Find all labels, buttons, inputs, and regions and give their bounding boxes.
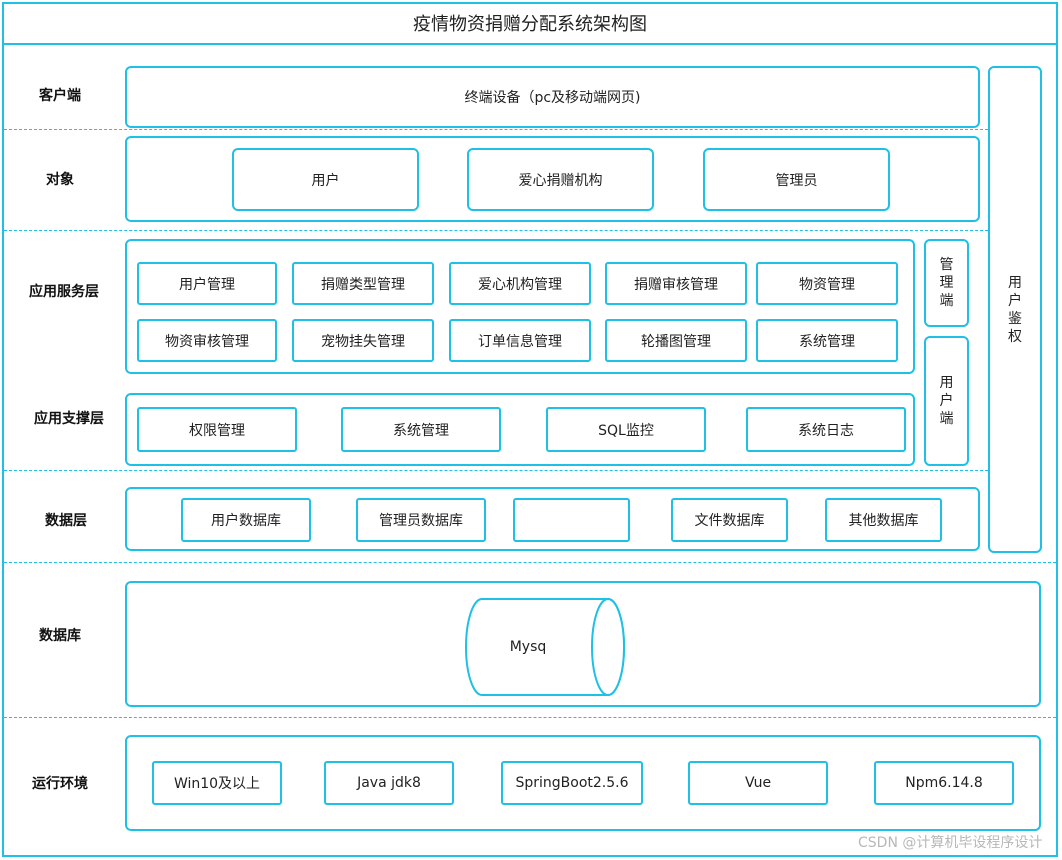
user-end-char: 端	[939, 411, 954, 427]
terminal-device-label: 终端设备（pc及移动端网页)	[464, 90, 641, 106]
row-label-runtime: 运行环境	[32, 776, 88, 792]
service-supplies-review-mgmt: 物资审核管理	[137, 319, 277, 362]
separator	[4, 230, 988, 231]
auth-char: 鉴	[1008, 310, 1022, 327]
runtime-vue: Vue	[688, 761, 828, 805]
diagram-title: 疫情物资捐赠分配系统架构图	[2, 2, 1058, 45]
runtime-windows: Win10及以上	[152, 761, 282, 805]
support-permission-mgmt: 权限管理	[137, 407, 297, 452]
mysql-cylinder-icon	[465, 598, 625, 696]
admin-end-char: 端	[939, 293, 954, 309]
runtime-java: Java jdk8	[324, 761, 454, 805]
auth-char: 权	[1008, 328, 1022, 345]
runtime-springboot: SpringBoot2.5.6	[501, 761, 643, 805]
user-auth-box: 用 户 鉴 权	[988, 66, 1042, 553]
watermark: CSDN @计算机毕设程序设计	[858, 835, 1043, 851]
db-file: 文件数据库	[671, 498, 788, 542]
admin-end-char: 管	[939, 257, 954, 273]
row-label-objects: 对象	[46, 172, 74, 188]
row-label-data-layer: 数据层	[45, 513, 87, 529]
db-blank	[513, 498, 630, 542]
db-user: 用户数据库	[181, 498, 311, 542]
admin-end-box: 管 理 端	[924, 239, 969, 327]
db-admin: 管理员数据库	[356, 498, 486, 542]
object-charity-org: 爱心捐赠机构	[467, 148, 654, 211]
service-pet-lost-mgmt: 宠物挂失管理	[292, 319, 434, 362]
support-system-log: 系统日志	[746, 407, 906, 452]
separator	[4, 470, 988, 471]
row-label-database: 数据库	[39, 628, 81, 644]
user-end-box: 用 户 端	[924, 336, 969, 466]
row-label-app-service: 应用服务层	[29, 284, 99, 300]
row-label-app-support: 应用支撑层	[34, 411, 104, 427]
user-end-char: 户	[939, 393, 954, 409]
support-system-mgmt: 系统管理	[341, 407, 501, 452]
runtime-npm: Npm6.14.8	[874, 761, 1014, 805]
service-user-mgmt: 用户管理	[137, 262, 277, 305]
terminal-device-box: 终端设备（pc及移动端网页)	[125, 66, 980, 128]
support-sql-monitor: SQL监控	[546, 407, 706, 452]
service-supplies-mgmt: 物资管理	[756, 262, 898, 305]
separator	[4, 562, 1056, 563]
auth-char: 用	[1008, 274, 1022, 291]
row-label-client: 客户端	[39, 88, 81, 104]
user-end-char: 用	[939, 375, 954, 391]
object-user: 用户	[232, 148, 419, 211]
service-order-info-mgmt: 订单信息管理	[449, 319, 591, 362]
service-carousel-mgmt: 轮播图管理	[605, 319, 747, 362]
db-other: 其他数据库	[825, 498, 942, 542]
service-charity-org-mgmt: 爱心机构管理	[449, 262, 591, 305]
service-donation-review-mgmt: 捐赠审核管理	[605, 262, 747, 305]
object-admin: 管理员	[703, 148, 890, 211]
auth-char: 户	[1008, 292, 1022, 309]
service-donation-type-mgmt: 捐赠类型管理	[292, 262, 434, 305]
mysql-label: Mysq	[509, 639, 547, 655]
separator	[4, 717, 1056, 718]
admin-end-char: 理	[939, 275, 954, 291]
service-system-mgmt: 系统管理	[756, 319, 898, 362]
separator	[4, 129, 988, 130]
